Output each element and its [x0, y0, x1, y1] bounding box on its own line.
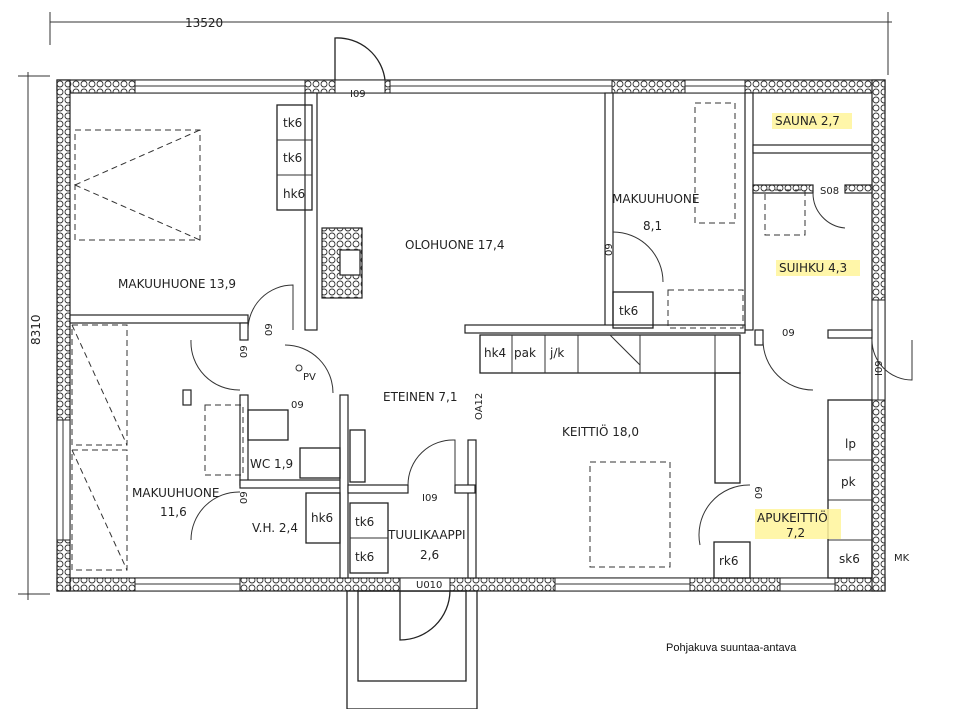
dimension-width-label: 13520 [185, 16, 223, 30]
fixture-hk4: hk4 [484, 346, 506, 360]
kitchen-counter [247, 104, 873, 579]
fixture-hk6: hk6 [283, 187, 305, 201]
fixture-hk6: hk6 [311, 511, 333, 525]
top-door [334, 37, 386, 81]
fixture-pak: pak [514, 346, 536, 360]
windows [56, 79, 886, 592]
sauna-highlight [772, 113, 852, 129]
dimension-height: 8310 [18, 72, 50, 600]
fixture-tk6: tk6 [355, 550, 374, 564]
front-porch [346, 590, 478, 709]
room-area-bedroom-3: 11,6 [160, 505, 187, 519]
room-label-utility: APUKEITTIÖ [757, 509, 828, 525]
room-label-wc: WC 1,9 [250, 457, 293, 471]
door-label: I09 [350, 89, 366, 100]
shower-highlight [776, 260, 860, 276]
caption: Pohjakuva suuntaa-antava [666, 642, 797, 654]
door-swings [190, 192, 913, 546]
fixture-mk: MK [894, 553, 910, 564]
dimension-width: 13520 [49, 12, 892, 75]
room-label-kitchen: KEITTIÖ 18,0 [562, 423, 639, 439]
fixture-jk: j/k [549, 346, 564, 360]
fixture-pv: PV [303, 372, 316, 383]
fixture-pk: pk [841, 475, 856, 489]
room-label-sauna: SAUNA 2,7 [775, 114, 840, 128]
door-label: 09 [239, 345, 250, 358]
fireplace [321, 227, 363, 299]
opening-label: OA12 [474, 393, 485, 420]
door-label: 09 [782, 328, 795, 339]
room-area-vestibule: 2,6 [420, 548, 439, 562]
fixture-sk6: sk6 [839, 552, 860, 566]
fixture-tk6: tk6 [619, 304, 638, 318]
room-label-bedroom-3: MAKUUHUONE [132, 486, 220, 500]
door-label: U010 [416, 580, 442, 591]
room-label-shower: SUIHKU 4,3 [779, 261, 847, 275]
fixture-rk6: rk6 [719, 554, 739, 568]
fixture-tk6: tk6 [283, 151, 302, 165]
door-label: 09 [604, 243, 615, 256]
room-label-living: OLOHUONE 17,4 [405, 238, 505, 252]
door-label: I09 [422, 493, 438, 504]
door-label: I09 [874, 360, 885, 376]
door-label: 09 [754, 486, 765, 499]
fixture-tk6: tk6 [283, 116, 302, 130]
fixture-lp: lp [845, 437, 856, 451]
door-label: 09 [239, 491, 250, 504]
room-area-utility: 7,2 [786, 526, 805, 540]
fixture-tk6: tk6 [355, 515, 374, 529]
room-label-vestibule: TUULIKAAPPI [387, 528, 466, 542]
utility-highlight [755, 509, 841, 539]
room-label-closet: V.H. 2,4 [252, 521, 298, 535]
sauna-door-label: S08 [820, 186, 839, 197]
furniture-dashed [71, 102, 806, 571]
pv-circle-icon [295, 364, 303, 372]
interior-walls [69, 92, 873, 579]
door-labels: I09 09 09 09 09 09 I09 09 09 I09 OA12 U0… [239, 89, 885, 591]
room-labels: MAKUUHUONE 13,9 OLOHUONE 17,4 MAKUUHUONE… [118, 114, 847, 562]
fixture-labels: tk6 tk6 hk6 tk6 hk4 pak j/k hk6 tk6 tk6 … [283, 116, 910, 568]
dimension-height-label: 8310 [29, 314, 43, 345]
room-label-bedroom-1: MAKUUHUONE 13,9 [118, 277, 236, 291]
door-label: 09 [264, 323, 275, 336]
room-area-bedroom-2: 8,1 [643, 219, 662, 233]
room-label-hall: ETEINEN 7,1 [383, 390, 457, 404]
room-label-bedroom-2: MAKUUHUONE [612, 192, 700, 206]
door-label: 09 [291, 400, 304, 411]
